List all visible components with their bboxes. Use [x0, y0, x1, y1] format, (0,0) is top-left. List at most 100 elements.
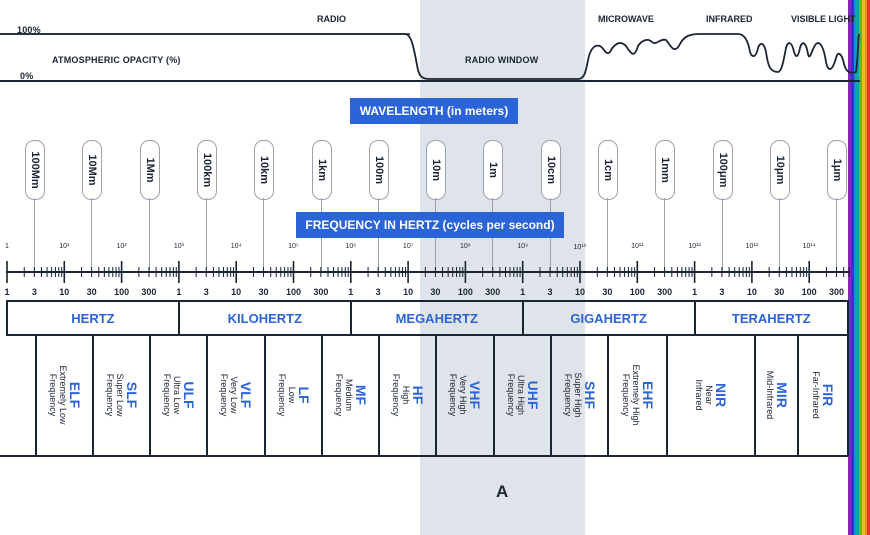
wavelength-label: 10Mm [86, 154, 99, 186]
wavelength-pill: 100km [196, 140, 217, 200]
microwave-label: MICROWAVE [598, 14, 654, 24]
scale-number: 30 [86, 287, 97, 297]
band-abbreviation: FIR [820, 383, 836, 407]
opacity-100-label: 100% [17, 25, 41, 35]
band-divider [264, 336, 266, 456]
wavelength-marker: 1Mm [139, 140, 160, 272]
frequency-exponent: 10⁴ [230, 243, 242, 250]
band-description: Extremely Low [57, 365, 68, 425]
scale-number: 100 [114, 287, 130, 297]
wavelength-stem [607, 198, 608, 272]
wavelength-marker: 10Mm [82, 140, 103, 272]
unit-cell: TERAHERTZ [731, 310, 811, 326]
frequency-exponent: 10⁷ [402, 243, 414, 250]
unit-cell: GIGAHERTZ [570, 310, 647, 326]
wavelength-pill: 1mm [655, 140, 676, 200]
wavelength-pill: 10μm [769, 140, 790, 200]
wavelength-pill: 1m [483, 140, 504, 200]
band-abbreviation: UHF [524, 380, 541, 410]
band-abbreviation: MF [352, 384, 369, 406]
scale-number: 10 [231, 287, 242, 297]
wavelength-pill: 1km [311, 140, 332, 200]
scale-number: 1 [520, 287, 526, 297]
spectrum-stripe [859, 0, 862, 535]
band-abbreviation: VLF [238, 381, 254, 409]
band-description: Extremely High [630, 364, 641, 426]
band-description: Frequency [47, 373, 58, 417]
band-abbreviation: HF [409, 385, 426, 405]
frequency-exponent: 10¹³ [745, 243, 759, 250]
scale-number: 100 [629, 287, 645, 297]
band-description: Near [704, 385, 714, 405]
scale-number: 10 [403, 287, 414, 297]
spectrum-stripe [861, 0, 865, 535]
unit-row-top-border [6, 300, 848, 302]
unit-divider [521, 300, 524, 336]
wavelength-marker: 100μm [712, 140, 733, 272]
wavelength-stem [778, 198, 780, 272]
wavelength-marker: 1mm [655, 140, 676, 272]
wavelength-stem [34, 198, 35, 272]
band-description: Low [286, 386, 297, 404]
wavelength-label: 1μm [831, 158, 844, 182]
visible-light-label: VISIBLE LIGHT [791, 14, 856, 24]
unit-cell: MEGAHERTZ [395, 310, 478, 326]
spectrum-stripe [864, 0, 868, 535]
scale-number: 3 [375, 287, 381, 297]
frequency-exponent: 10¹⁰ [573, 244, 587, 251]
band-description: Frequency [104, 373, 115, 417]
band-divider [149, 336, 151, 456]
wavelength-stem [263, 198, 265, 272]
wavelength-marker: 100Mm [25, 140, 45, 272]
band-description: Frequency [448, 373, 458, 417]
wavelength-stem [664, 198, 666, 272]
wavelength-pill: 10cm [540, 140, 561, 200]
frequency-exponent: 10² [116, 243, 127, 250]
band-divider [92, 336, 94, 456]
scale-number: 3 [31, 287, 37, 297]
band-divider [754, 336, 756, 456]
unit-divider [693, 300, 696, 336]
wavelength-marker: 10km [254, 140, 275, 272]
frequency-exponent: 10¹² [688, 243, 701, 250]
scale-number: 1 [348, 287, 354, 297]
band-abbreviation: EHF [639, 381, 656, 409]
band-description: Super Low [114, 373, 125, 417]
wavelength-pill: 100Mm [25, 140, 45, 200]
band-abbreviation: SHF [581, 381, 598, 409]
band-description: Infrared [694, 379, 704, 411]
wavelength-pill: 1cm [598, 140, 618, 200]
scale-number: 100 [457, 287, 473, 297]
scale-number: 1 [692, 287, 698, 297]
radio-label: RADIO [317, 14, 346, 24]
band-divider [493, 336, 495, 456]
band-divider [666, 336, 668, 456]
band-description: Super High [572, 372, 583, 418]
wavelength-pill: 10Mm [82, 140, 103, 200]
wavelength-pill: 10m [426, 140, 447, 200]
wavelength-label: 1mm [659, 157, 672, 183]
scale-number: 3 [719, 287, 725, 297]
highlight-label: A [496, 482, 509, 501]
wavelength-pill: 100m [368, 140, 389, 200]
wavelength-label: 10m [430, 158, 443, 182]
scale-number: 100 [285, 287, 302, 297]
spectrum-stripe [853, 0, 857, 535]
frequency-exponent: 10¹ [59, 243, 70, 250]
wavelength-marker: 100m [368, 140, 389, 272]
wavelength-label: 1cm [602, 158, 614, 182]
wavelength-stem [836, 198, 838, 272]
band-description: Frequency [390, 373, 401, 417]
band-abbreviation: ELF [66, 381, 83, 409]
band-description: Frequency [161, 373, 172, 417]
band-description: High [400, 385, 411, 405]
frequency-title: FREQUENCY IN HERTZ (cycles per second) [296, 212, 564, 238]
